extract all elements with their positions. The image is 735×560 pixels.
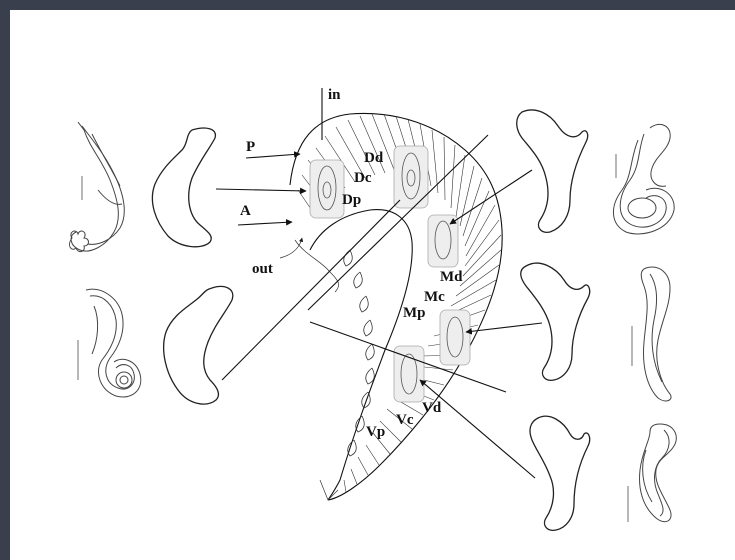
anchor-shape-right-middle — [521, 263, 590, 380]
label-vc: Vc — [396, 412, 414, 428]
label-out: out — [252, 261, 273, 277]
label-mc: Mc — [424, 289, 445, 305]
specimen-middle-2 — [440, 310, 470, 365]
middle-pointer-lower — [466, 323, 542, 332]
anchor-shape-left-top — [152, 128, 215, 247]
label-dp: Dp — [342, 192, 361, 208]
gill-diagram: in P A out Dd Dc Dp Md Mc Mp Vd Vc Vp — [10, 10, 735, 560]
left-organ-figures — [69, 122, 140, 397]
organ-figure-right-middle — [632, 267, 671, 401]
label-p: P — [246, 139, 255, 155]
label-md: Md — [440, 269, 463, 285]
label-vd: Vd — [422, 400, 442, 416]
out-pointer — [280, 238, 302, 258]
anchor-shape-right-bottom — [530, 416, 590, 530]
organ-figure-left-bottom — [78, 289, 141, 397]
organ-figure-left-top — [69, 122, 124, 252]
anchor-shape-right-top — [517, 110, 588, 232]
label-in: in — [328, 87, 341, 103]
label-dc: Dc — [354, 170, 372, 186]
right-organ-figures — [613, 124, 676, 522]
ventral-pointer-arrow — [420, 380, 535, 478]
arch-tip — [320, 480, 338, 500]
specimen-dorsal-1 — [310, 160, 344, 218]
label-dd: Dd — [364, 150, 384, 166]
figure-canvas: in P A out Dd Dc Dp Md Mc Mp Vd Vc Vp — [10, 10, 735, 560]
organ-figure-right-top — [613, 124, 674, 234]
middle-pointer-right — [450, 170, 532, 224]
specimen-ventral — [394, 346, 424, 402]
specimen-middle-1 — [428, 215, 458, 267]
left-anchors — [152, 128, 232, 404]
label-vp: Vp — [366, 424, 385, 440]
dorsal-pointer-left — [216, 189, 306, 191]
anchor-shape-left-bottom — [164, 287, 233, 405]
a-arrow — [238, 222, 292, 225]
label-a: A — [240, 203, 251, 219]
organ-figure-right-bottom — [628, 424, 676, 522]
dorsal-pointer-lower-left — [222, 200, 400, 380]
label-mp: Mp — [403, 305, 426, 321]
pointer-lines — [216, 88, 542, 478]
